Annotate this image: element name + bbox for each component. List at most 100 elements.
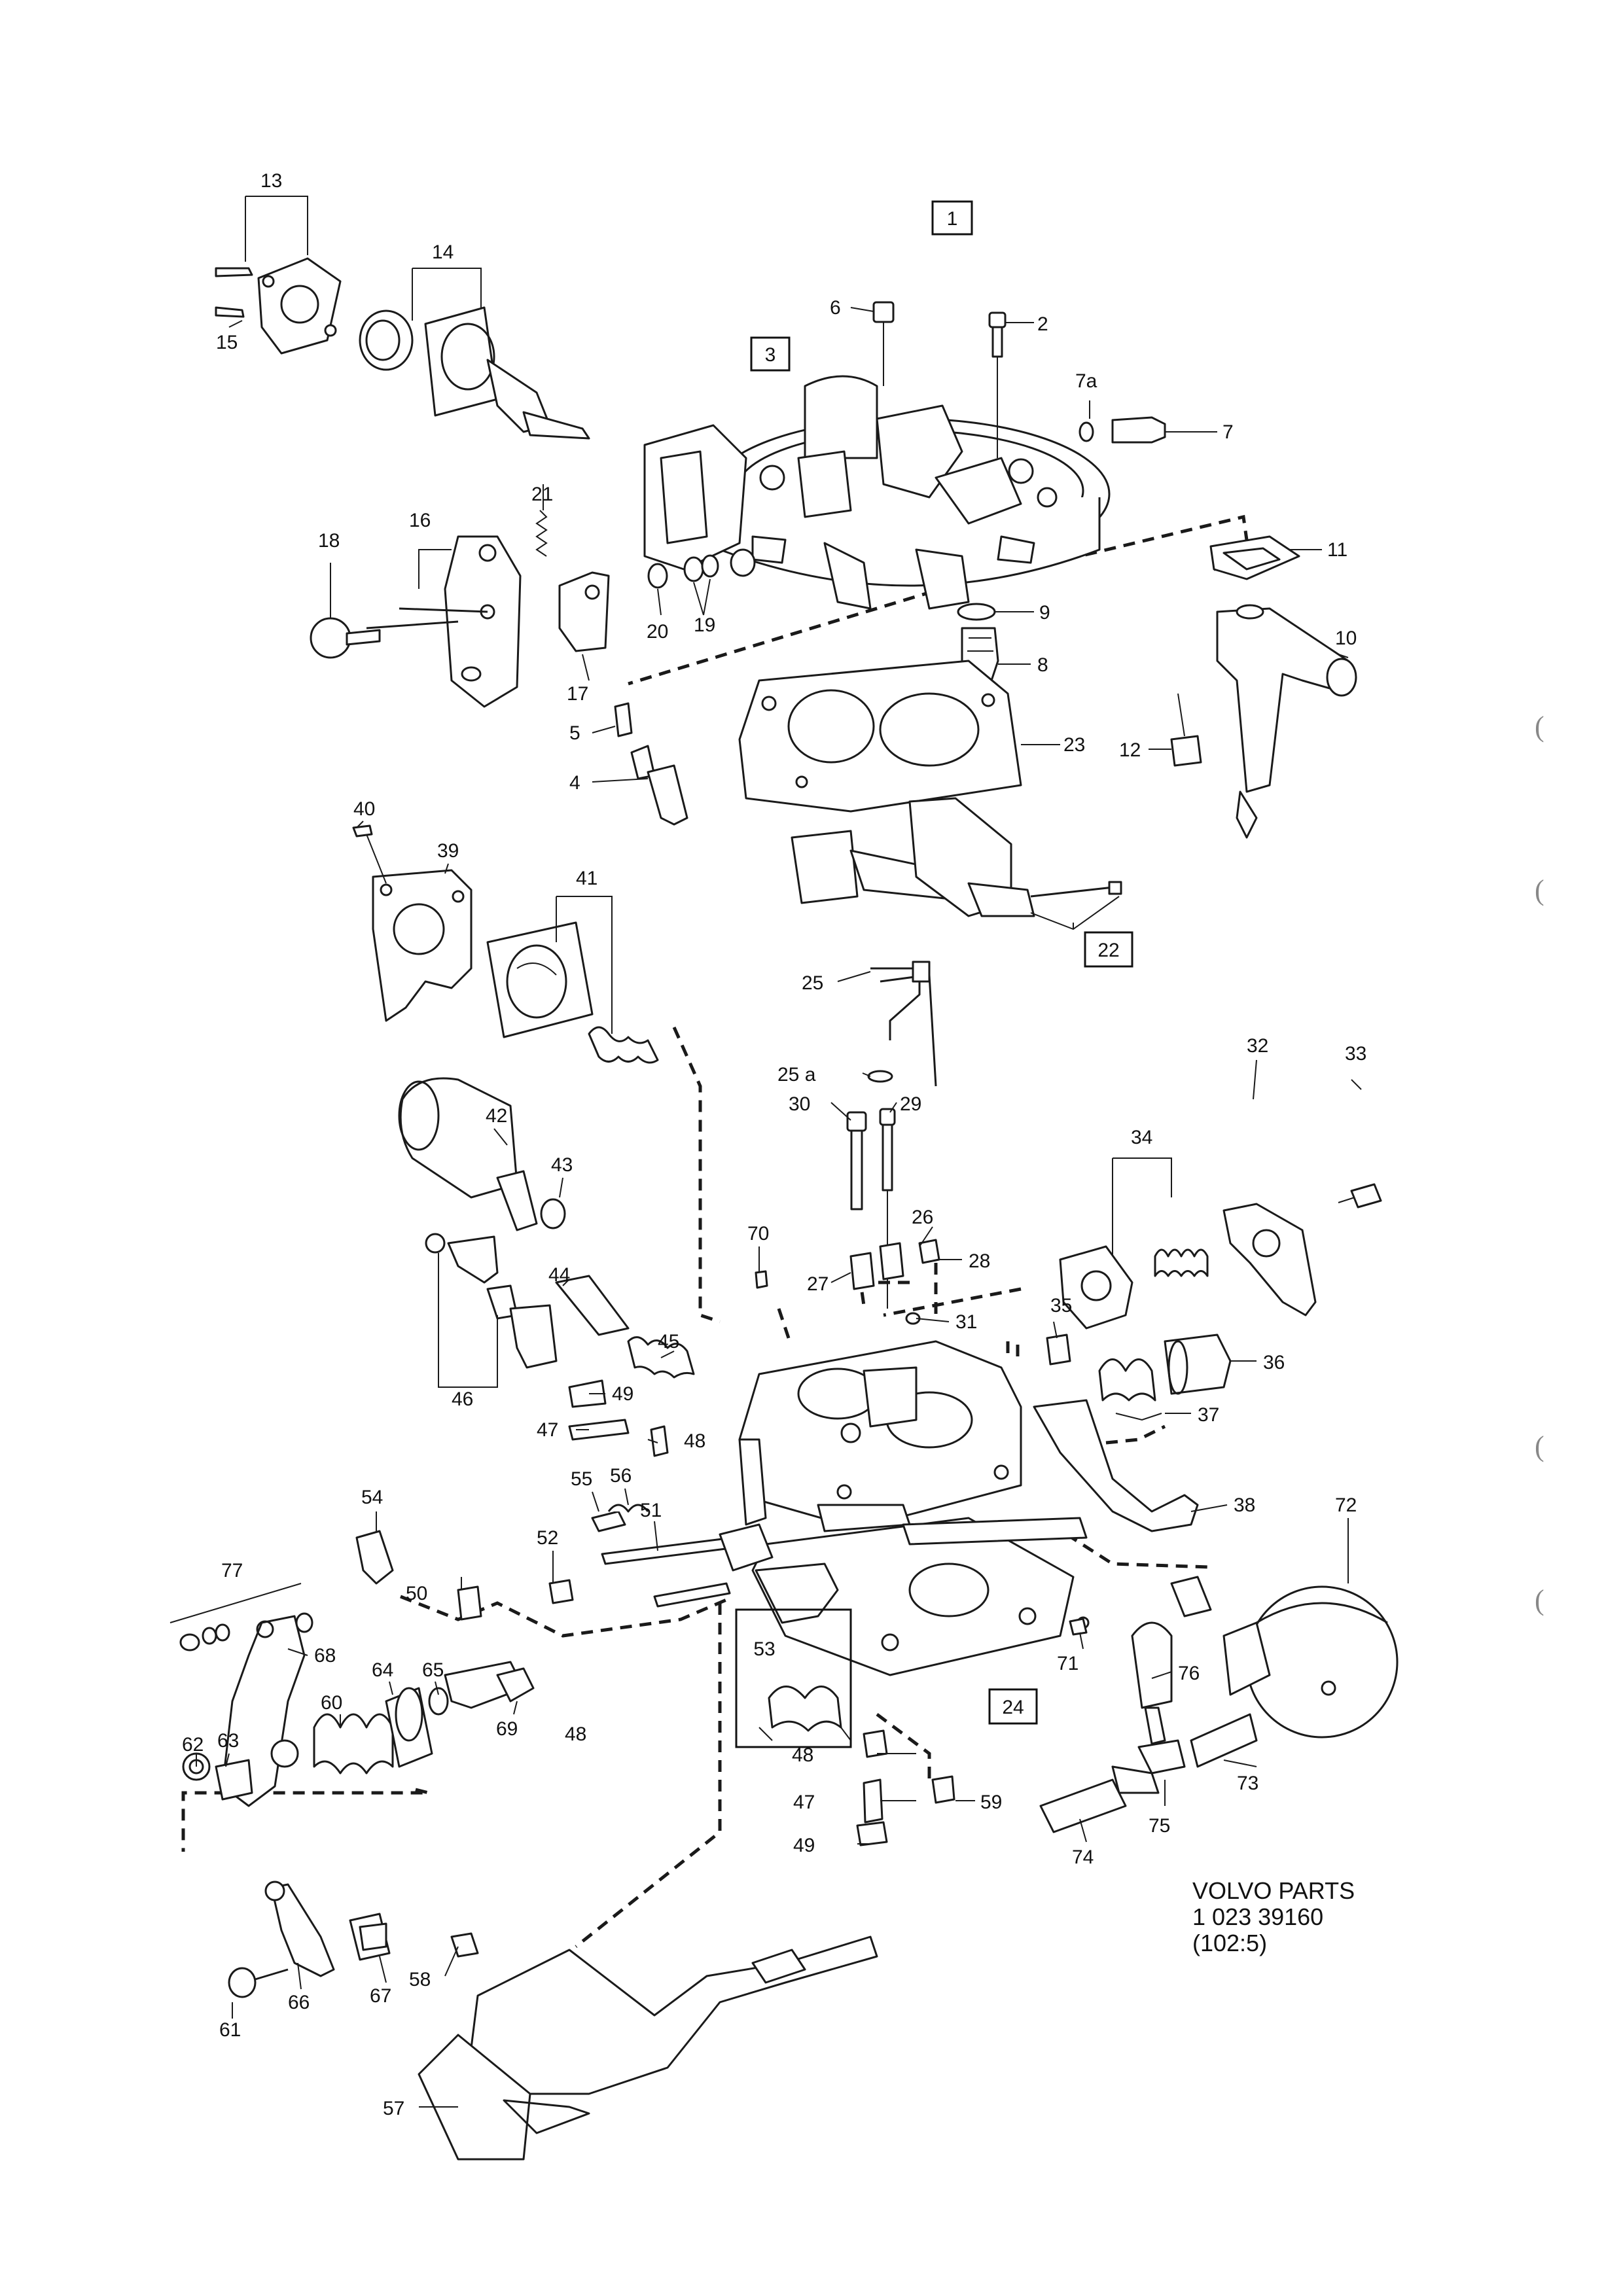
label-75: 75 — [1149, 1815, 1170, 1837]
label-21: 21 — [531, 484, 553, 505]
label-47b: 47 — [793, 1792, 815, 1813]
choke-lever-parts — [310, 510, 756, 708]
catalog-section: (102:5) — [1192, 1930, 1268, 1956]
label-68: 68 — [314, 1645, 336, 1667]
label-11: 11 — [1327, 539, 1347, 561]
label-43: 43 — [551, 1154, 573, 1176]
throttle-base-plate — [751, 1517, 1090, 1676]
label-41: 41 — [576, 868, 597, 889]
top-screws — [872, 301, 1188, 458]
label-12: 12 — [1119, 739, 1141, 761]
label-73: 73 — [1237, 1773, 1258, 1794]
box-label-53: 53 — [753, 1638, 775, 1660]
vacuum-unit-and-hoses — [1039, 1576, 1399, 1833]
label-5: 5 — [569, 722, 580, 744]
label-42: 42 — [486, 1105, 507, 1127]
label-10: 10 — [1335, 627, 1357, 649]
box-label-24: 24 — [1002, 1697, 1024, 1718]
right-linkage-parts — [1033, 1333, 1232, 1532]
label-45: 45 — [658, 1331, 679, 1352]
label-25a: 25 a — [777, 1064, 816, 1086]
vacuum-diaphragm-upper — [352, 824, 659, 1064]
label-7: 7 — [1222, 421, 1234, 443]
catalog-brand: VOLVO PARTS — [1192, 1877, 1355, 1904]
label-69: 69 — [496, 1718, 518, 1740]
catalog-reference: VOLVO PARTS 1 023 39160 (102:5) — [1192, 1878, 1389, 1956]
boxed-labels: 1 3 22 24 53 — [735, 200, 1133, 1748]
label-26: 26 — [912, 1207, 933, 1228]
label-60: 60 — [321, 1692, 342, 1714]
label-7a: 7a — [1075, 370, 1097, 392]
label-29: 29 — [900, 1093, 921, 1115]
label-62: 62 — [182, 1734, 204, 1756]
label-30: 30 — [789, 1093, 810, 1115]
margin-mark-4: ( — [1535, 1584, 1544, 1616]
label-50: 50 — [406, 1583, 427, 1604]
label-37: 37 — [1198, 1404, 1219, 1426]
label-74: 74 — [1072, 1846, 1094, 1868]
carburetor-main-body — [738, 1340, 1022, 1532]
label-6: 6 — [830, 297, 841, 319]
label-46: 46 — [452, 1388, 473, 1410]
label-17: 17 — [567, 683, 588, 705]
adjust-lever-parts — [228, 1881, 391, 1998]
label-61: 61 — [219, 2019, 241, 2041]
label-16: 16 — [409, 510, 431, 531]
label-34: 34 — [1131, 1127, 1152, 1148]
label-47a: 47 — [537, 1419, 558, 1441]
label-56: 56 — [610, 1465, 632, 1487]
plunger-parts — [614, 702, 688, 826]
margin-mark-2: ( — [1535, 874, 1544, 906]
label-76: 76 — [1178, 1663, 1200, 1684]
label-48b: 48 — [565, 1723, 586, 1745]
spring-53 — [758, 1686, 851, 1741]
label-19: 19 — [694, 614, 715, 636]
label-28: 28 — [969, 1250, 990, 1272]
box-label-22: 22 — [1097, 940, 1119, 961]
jet-tube-and-bolts — [846, 961, 937, 1309]
box-label-1: 1 — [947, 208, 958, 230]
label-52: 52 — [537, 1527, 558, 1549]
label-27: 27 — [807, 1273, 829, 1295]
margin-mark-1: ( — [1535, 711, 1544, 743]
part-number-labels: 6 2 7a 7 13 14 15 11 21 16 18 20 19 9 10… — [182, 170, 1366, 2119]
label-31: 31 — [955, 1311, 977, 1333]
base-gasket — [738, 660, 1022, 813]
fast-idle-assembly — [179, 1612, 535, 1807]
label-33: 33 — [1345, 1043, 1366, 1065]
label-48a: 48 — [684, 1430, 705, 1452]
label-13: 13 — [260, 170, 282, 192]
leader-lines — [169, 196, 1362, 2108]
label-14: 14 — [432, 241, 454, 263]
label-49a: 49 — [612, 1383, 633, 1405]
label-59: 59 — [980, 1792, 1002, 1813]
lower-small-parts — [856, 1729, 955, 1846]
label-77: 77 — [221, 1560, 243, 1581]
label-9: 9 — [1039, 602, 1050, 624]
label-38: 38 — [1234, 1494, 1255, 1516]
label-32: 32 — [1247, 1035, 1268, 1057]
margin-mark-3: ( — [1535, 1430, 1544, 1462]
label-64: 64 — [372, 1659, 393, 1681]
label-39: 39 — [437, 840, 459, 862]
label-66: 66 — [288, 1992, 310, 2013]
label-18: 18 — [318, 530, 340, 552]
label-15: 15 — [216, 332, 238, 353]
label-71: 71 — [1057, 1653, 1079, 1674]
label-4: 4 — [569, 772, 580, 794]
label-51: 51 — [640, 1500, 662, 1521]
pump-assembly — [1170, 535, 1357, 839]
catalog-number: 1 023 39160 — [1192, 1903, 1324, 1930]
label-35: 35 — [1050, 1295, 1072, 1316]
label-49b: 49 — [793, 1835, 815, 1856]
label-20: 20 — [647, 621, 668, 643]
label-55: 55 — [571, 1468, 592, 1490]
label-23: 23 — [1063, 734, 1085, 756]
label-48c: 48 — [792, 1744, 813, 1766]
label-67: 67 — [370, 1985, 391, 2007]
carburetor-top-cover — [643, 375, 1111, 610]
choke-diaphragm-assembly — [215, 257, 590, 440]
label-44: 44 — [548, 1264, 570, 1286]
label-65: 65 — [422, 1659, 444, 1681]
